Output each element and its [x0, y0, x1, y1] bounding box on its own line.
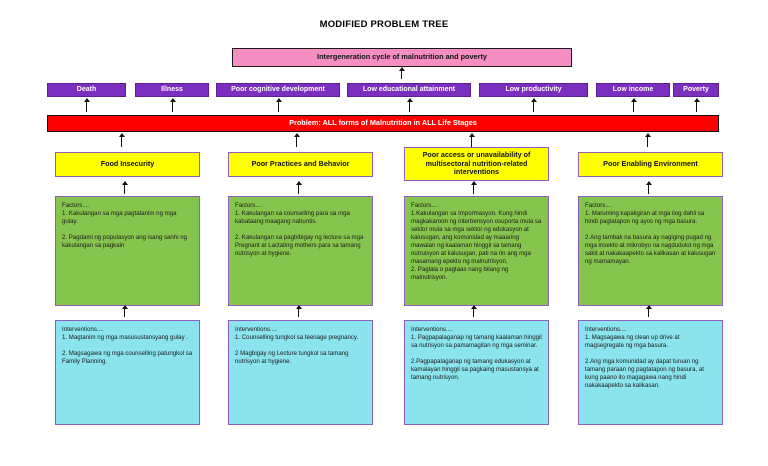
arrow-problem-to-low-educational-attainment: [406, 98, 413, 112]
consequence-box-low-productivity: Low productivity: [479, 83, 588, 97]
arrow-problem-to-poor-cognitive-development: [275, 98, 282, 112]
arrow-consequences-to-banner: [398, 67, 405, 79]
arrow-problem-to-illness: [169, 98, 176, 112]
factors-box-poor-practices: Factors.... 1. Kakulangan sa counselling…: [228, 196, 373, 306]
cause-box-poor-practices-and-behavior: Poor Practices and Behavior: [228, 152, 373, 177]
arrow-interventions-4-to-factors-4: [645, 305, 652, 317]
consequence-box-low-income: Low income: [596, 83, 670, 97]
cause-box-poor-enabling-environment: Poor Enabling Environment: [578, 152, 723, 177]
consequence-label: Low educational attainment: [362, 85, 456, 93]
arrow-interventions-1-to-factors-1: [121, 305, 128, 317]
arrow-cause-3-to-problem: [468, 133, 475, 147]
cause-box-poor-access: Poor access or unavailability of multise…: [404, 147, 549, 181]
consequence-label: Low income: [612, 85, 654, 93]
cause-label: Poor Enabling Environment: [603, 159, 698, 169]
arrow-problem-to-low-productivity: [530, 98, 537, 112]
arrow-problem-to-death: [83, 98, 90, 112]
arrow-interventions-2-to-factors-2: [295, 305, 302, 317]
consequence-label: Low productivity: [505, 85, 562, 93]
arrow-cause-2-to-problem: [293, 133, 300, 147]
page-title: MODIFIED PROBLEM TREE: [319, 19, 449, 30]
problem-bar: Problem: ALL forms of Malnutrition in AL…: [47, 115, 719, 132]
cause-label: Poor access or unavailability of multise…: [422, 150, 531, 177]
consequence-box-illness: Illness: [135, 83, 209, 97]
cause-label: Poor Practices and Behavior: [251, 159, 350, 169]
factors-box-poor-access: Factors.... 1.Kakulangan sa Impormasyon.…: [404, 196, 549, 306]
interventions-box-poor-practices: Interventions.... 1. Counselling tungkol…: [228, 320, 373, 425]
arrow-factors-4-to-cause-4: [645, 181, 652, 194]
consequence-label: Poor cognitive development: [231, 85, 325, 93]
arrow-factors-2-to-cause-2: [295, 181, 302, 194]
consequence-label: Death: [76, 85, 97, 93]
consequence-box-low-educational-attainment: Low educational attainment: [347, 83, 471, 97]
interventions-box-poor-access: Interventions.... 1. Pagpapalaganap ng t…: [404, 320, 549, 425]
cause-box-food-insecurity: Food Insecurity: [55, 152, 200, 177]
arrow-cause-4-to-problem: [644, 133, 651, 147]
interventions-box-food-insecurity: Interventions.... 1. Magtanim ng mga mas…: [55, 320, 200, 425]
arrow-problem-to-low-income: [630, 98, 637, 112]
consequence-box-poor-cognitive-development: Poor cognitive development: [216, 83, 340, 97]
factors-box-food-insecurity: Factors.... 1. Kakulangan sa mga pagtata…: [55, 196, 200, 306]
arrow-interventions-3-to-factors-3: [470, 305, 477, 317]
interventions-box-poor-enabling-environment: Interventions.... 1. Magsagawa ng clean …: [578, 320, 723, 425]
cause-label: Food Insecurity: [100, 159, 155, 169]
consequence-box-death: Death: [47, 83, 126, 97]
consequence-label: Illness: [161, 85, 183, 93]
intergeneration-cycle-banner: Intergeneration cycle of malnutrition an…: [232, 48, 572, 67]
consequence-box-poverty: Poverty: [673, 83, 719, 97]
consequence-label: Poverty: [683, 85, 709, 93]
arrow-factors-1-to-cause-1: [121, 181, 128, 194]
arrow-factors-3-to-cause-3: [470, 181, 477, 194]
arrow-cause-1-to-problem: [118, 133, 125, 147]
factors-box-poor-enabling-environment: Factors.... 1. Maruming kapaligiran at m…: [578, 196, 723, 306]
arrow-problem-to-poverty: [693, 98, 700, 112]
